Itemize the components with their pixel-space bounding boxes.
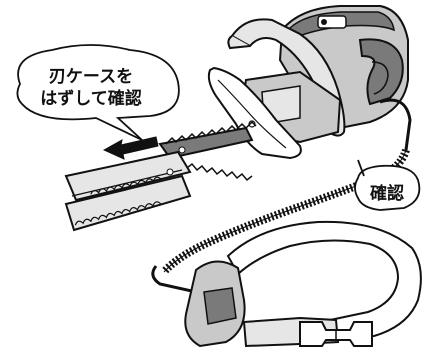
blade-teeth-upper [165,120,257,145]
callout-check-text: 確認 [370,184,404,204]
blade-rivet-icon [178,146,186,154]
battery-belt [184,220,422,348]
blade-case-body [64,150,192,202]
remove-direction-arrow-icon [102,136,159,160]
callout-remove-case [16,44,180,141]
case-rivet-icon [166,168,174,176]
cord-end-plug [151,265,213,294]
callout-remove-case-text: 刃ケースを はずして確認 [0,66,182,110]
callout-check [354,159,421,211]
power-switch-icon [317,15,347,29]
cord-plain [379,98,412,151]
callout-remove-case-line2: はずして確認 [40,89,142,109]
blade-case-lower [64,174,192,232]
blade-case [64,150,192,232]
belt-strap [226,220,422,342]
callout-remove-case-line1: 刃ケースを [48,67,134,87]
hedge-trimmer [158,5,409,182]
hand-guard [207,66,302,160]
indicator-icon [321,19,327,25]
